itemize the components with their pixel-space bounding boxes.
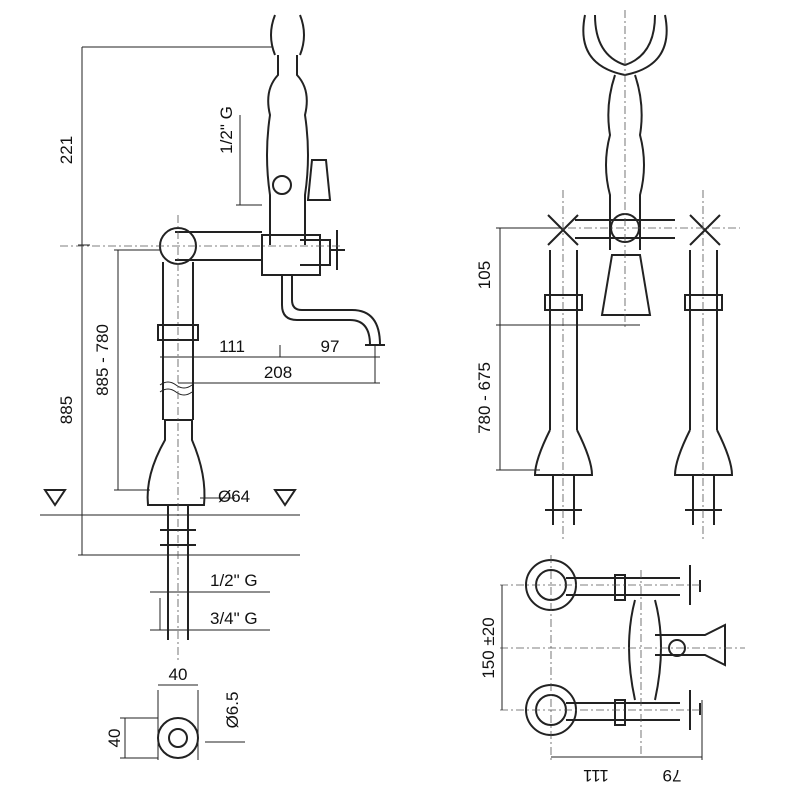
side-view: 221 1/2" G 885 885 - 780 111 97 208 Ø64 … <box>40 14 385 660</box>
plan-view: 150 ±20 111 79 <box>479 555 745 785</box>
legs <box>544 250 723 430</box>
leg-pipes <box>545 475 722 525</box>
plan-pipes <box>566 574 680 726</box>
dim-thread-large: 3/4" G <box>210 609 258 628</box>
central-column <box>605 74 645 250</box>
spout-nozzle <box>600 254 652 316</box>
plate-view: 40 40 Ø6.5 <box>105 665 245 760</box>
standpipe <box>157 262 199 420</box>
bell-base <box>146 419 206 506</box>
inlet-nut <box>272 175 292 195</box>
dim-208: 208 <box>264 363 292 382</box>
faucet-body-outline <box>266 14 309 245</box>
dim-base-diameter: Ø64 <box>218 487 250 506</box>
dim-150-20: 150 ±20 <box>479 617 498 678</box>
dim-plan-79: 79 <box>663 766 682 785</box>
handle <box>306 159 345 270</box>
plate-height: 40 <box>105 729 124 748</box>
centerlines <box>60 215 340 660</box>
front-view: 105 780 - 675 <box>475 10 740 540</box>
inlet-dimension-line <box>236 115 262 206</box>
leg-bases <box>533 429 734 476</box>
dim-221: 221 <box>57 136 76 164</box>
plan-centerlines <box>500 555 745 760</box>
plate-hole-diameter: Ø6.5 <box>223 692 242 729</box>
height-dimension-lines <box>78 46 300 556</box>
plate-width: 40 <box>169 665 188 684</box>
dim-885: 885 <box>57 396 76 424</box>
centerlines <box>520 10 740 540</box>
dimension-lines <box>496 227 640 471</box>
break-mark <box>159 381 193 396</box>
spout <box>281 275 381 346</box>
dim-780-675: 780 - 675 <box>475 362 494 434</box>
plan-dimension-lines <box>501 585 703 760</box>
floor-arrow-icon <box>43 489 297 507</box>
dim-thread-small: 1/2" G <box>210 571 258 590</box>
dim-111: 111 <box>219 337 245 356</box>
plan-body <box>628 599 726 701</box>
supply-pipe <box>160 505 196 640</box>
valve-body <box>261 234 331 276</box>
dim-105: 105 <box>475 261 494 289</box>
dimension-lines <box>150 345 380 631</box>
dim-inlet-thread: 1/2" G <box>217 106 236 154</box>
plan-handles <box>689 565 701 730</box>
dim-plan-111: 111 <box>583 766 609 785</box>
dim-97: 97 <box>321 337 340 356</box>
dim-885-780: 885 - 780 <box>93 324 112 396</box>
